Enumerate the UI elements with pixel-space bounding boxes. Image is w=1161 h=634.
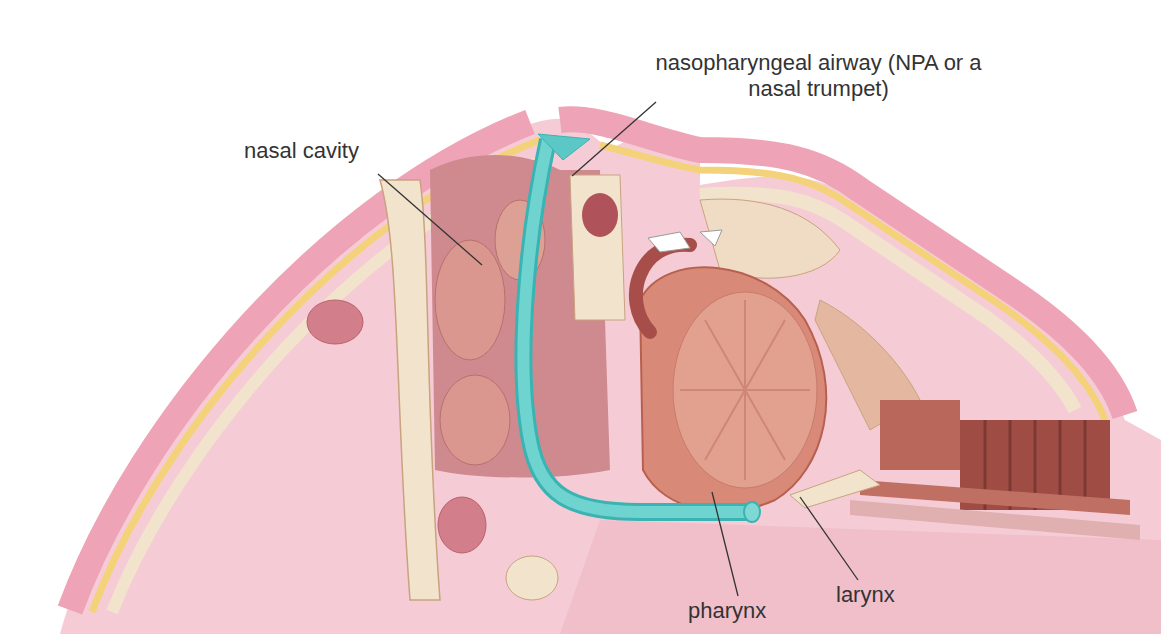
illustration-part	[523, 140, 750, 512]
illustration-part	[582, 193, 618, 237]
illustration-part	[440, 375, 510, 465]
illustration-part	[0, 119, 1161, 634]
illustration-part	[438, 497, 486, 553]
illustration-part	[636, 245, 690, 332]
leader-lines	[378, 102, 858, 596]
illustration-part	[712, 492, 738, 596]
illustration-part	[880, 400, 960, 470]
head-section	[0, 119, 1161, 634]
illustration-part	[523, 140, 750, 512]
illustration-part	[435, 240, 505, 360]
illustration-part	[850, 500, 1140, 540]
nasal-trumpet	[523, 134, 760, 522]
part-label: nasal cavity	[244, 138, 359, 164]
illustration-part	[744, 502, 760, 522]
illustration-part	[572, 102, 656, 176]
illustration-part	[648, 230, 722, 252]
illustration-part	[680, 300, 810, 480]
illustration-part	[640, 267, 826, 511]
illustration-part	[673, 292, 817, 488]
illustration-part	[378, 174, 482, 265]
airway-label: nasopharyngeal airway (NPA or a nasal tr…	[646, 50, 991, 102]
illustration-part	[700, 199, 840, 278]
part-label: larynx	[836, 582, 895, 608]
illustration-part	[506, 556, 558, 600]
illustration-part	[800, 497, 858, 580]
illustration-part	[538, 134, 590, 160]
illustration-part	[380, 180, 440, 600]
illustration-part	[560, 520, 1161, 634]
illustration-part	[570, 175, 625, 320]
illustration-part	[307, 300, 363, 344]
part-label: pharynx	[688, 598, 766, 624]
